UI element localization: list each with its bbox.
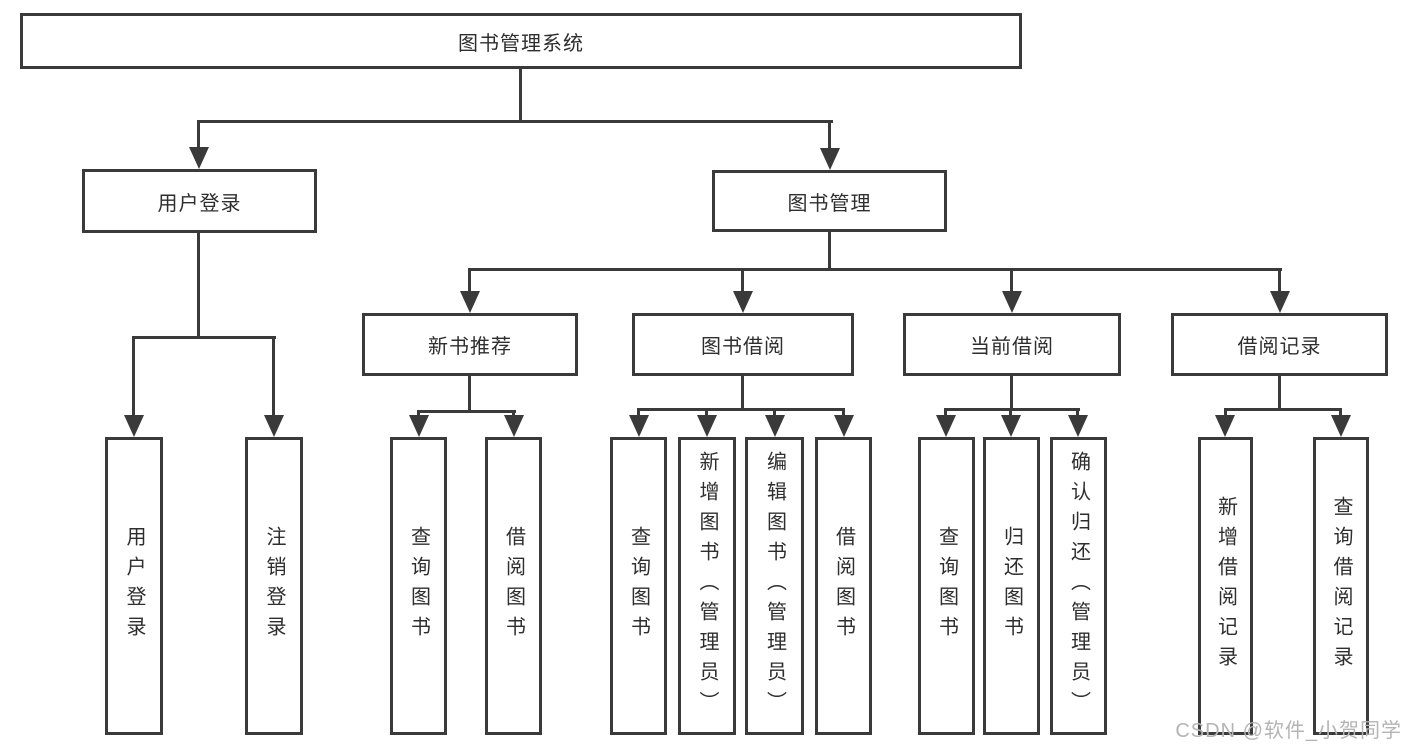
connector-drop-borrow-record	[1278, 268, 1281, 293]
leaf-user-login: 用户登录	[105, 437, 163, 735]
connector-drop-leaf	[944, 408, 947, 417]
node-user-login: 用户登录	[82, 169, 317, 233]
arrow-down-icon	[765, 415, 785, 437]
node-current-borrow-label: 当前借阅	[970, 336, 1054, 358]
leaf-record-add: 新增借阅记录	[1198, 437, 1253, 735]
leaf-borrow-query: 查询图书	[610, 437, 667, 735]
arrow-down-icon	[1002, 291, 1022, 313]
arrow-down-icon	[820, 148, 840, 170]
leaf-borrow-add-admin: 新增图书（管理员）	[678, 437, 736, 735]
arrow-down-icon	[264, 415, 284, 437]
arrow-down-icon	[1068, 415, 1088, 437]
arrow-down-icon	[124, 415, 144, 437]
leaf-current-query: 查询图书	[918, 437, 975, 735]
connector-new-book-stem	[468, 376, 471, 413]
connector-book-mgmt-stem	[828, 232, 831, 271]
arrow-down-icon	[733, 291, 753, 313]
connector-drop-leaf	[705, 408, 708, 417]
connector-drop-leaf	[1339, 408, 1342, 417]
connector-drop-book-borrow	[741, 268, 744, 293]
node-root: 图书管理系统	[20, 13, 1022, 69]
connector-root-stem	[519, 69, 522, 122]
arrow-down-icon	[936, 415, 956, 437]
leaf-current-return: 归还图书	[983, 437, 1040, 735]
connector-current-borrow-bar	[945, 408, 1080, 411]
connector-drop-leaf	[512, 410, 515, 419]
connector-current-borrow-stem	[1010, 376, 1013, 411]
connector-drop-leaf	[1076, 408, 1079, 417]
leaf-newbook-borrow: 借阅图书	[485, 437, 542, 735]
leaf-borrow-book: 借阅图书	[815, 437, 872, 735]
connector-drop-leaf	[272, 336, 275, 417]
connector-drop-leaf	[1224, 408, 1227, 417]
connector-borrow-record-stem	[1278, 376, 1281, 411]
connector-drop-leaf	[1009, 408, 1012, 417]
connector-drop-book-mgmt	[828, 120, 831, 150]
connector-user-login-stem	[197, 233, 200, 339]
connector-book-mgmt-bar	[468, 268, 1282, 271]
leaf-newbook-query: 查询图书	[390, 437, 447, 735]
connector-root-bar	[197, 120, 833, 123]
connector-drop-leaf	[132, 336, 135, 417]
connector-borrow-record-bar	[1224, 408, 1342, 411]
connector-drop-user-login	[197, 120, 200, 149]
arrow-down-icon	[1001, 415, 1021, 437]
node-new-book-label: 新书推荐	[428, 336, 512, 358]
connector-new-book-bar	[417, 410, 516, 413]
arrow-down-icon	[834, 415, 854, 437]
node-new-book: 新书推荐	[362, 313, 578, 376]
leaf-logout: 注销登录	[245, 437, 303, 735]
arrow-down-icon	[189, 147, 209, 169]
node-borrow-record-label: 借阅记录	[1237, 336, 1322, 358]
connector-drop-new-book	[468, 268, 471, 293]
node-book-mgmt-label: 图书管理	[787, 192, 872, 215]
connector-book-borrow-bar	[637, 408, 845, 411]
arrow-down-icon	[460, 291, 480, 313]
node-book-mgmt: 图书管理	[712, 170, 947, 232]
leaf-borrow-edit-admin: 编辑图书（管理员）	[745, 437, 804, 735]
arrow-down-icon	[504, 415, 524, 437]
node-user-login-label: 用户登录	[157, 192, 242, 215]
connector-drop-leaf	[637, 408, 640, 417]
connector-book-borrow-stem	[741, 376, 744, 411]
arrow-down-icon	[1331, 415, 1351, 437]
arrow-down-icon	[697, 415, 717, 437]
arrow-down-icon	[629, 415, 649, 437]
connector-drop-current-borrow	[1010, 268, 1013, 293]
watermark: CSDN @软件_小贺同学	[1175, 720, 1402, 742]
node-book-borrow: 图书借阅	[632, 313, 854, 376]
arrow-down-icon	[1215, 415, 1235, 437]
node-borrow-record: 借阅记录	[1171, 313, 1388, 376]
arrow-down-icon	[1270, 291, 1290, 313]
connector-drop-leaf	[773, 408, 776, 417]
connector-drop-leaf	[417, 410, 420, 419]
node-root-label: 图书管理系统	[458, 32, 584, 55]
connector-user-login-bar	[132, 336, 276, 339]
leaf-record-query: 查询借阅记录	[1313, 437, 1369, 735]
node-current-borrow: 当前借阅	[903, 313, 1121, 376]
arrow-down-icon	[409, 415, 429, 437]
leaf-current-confirm-return-admin: 确认归还（管理员）	[1050, 437, 1107, 735]
node-book-borrow-label: 图书借阅	[701, 336, 785, 358]
connector-drop-leaf	[842, 408, 845, 417]
